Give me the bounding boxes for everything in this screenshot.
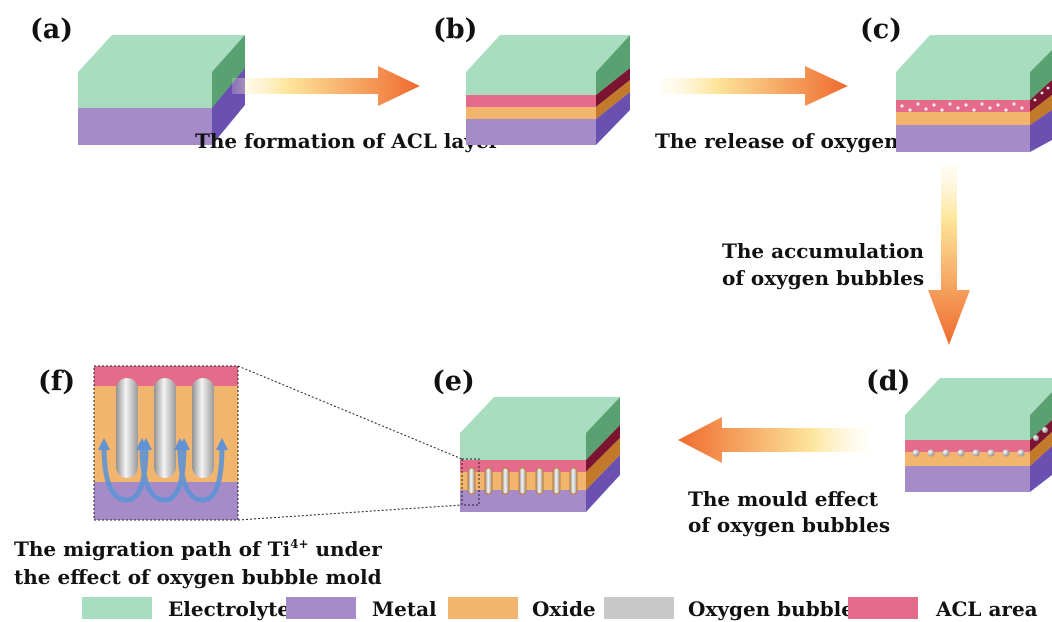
panel-label-e: (e): [432, 366, 475, 397]
arrow-d-to-e: [678, 417, 868, 463]
arrow-c-to-d: [928, 165, 970, 345]
legend-swatch: [604, 597, 674, 619]
legend-label: ACL area: [935, 597, 1038, 621]
arrow-b-to-c: [660, 66, 848, 106]
legend-swatch: [848, 597, 918, 619]
legend-label: Metal: [372, 597, 437, 621]
legend-label: Oxygen bubble: [688, 597, 854, 621]
panel-label-c: (c): [860, 14, 902, 45]
caption-mould-line1: The mould effect: [688, 487, 879, 511]
caption-migration-line1: The migration path of Ti4+ under: [14, 537, 382, 561]
panel-label-d: (d): [866, 366, 910, 397]
caption-acl-formation: The formation of ACL layer: [195, 129, 500, 153]
caption-migration-line2: the effect of oxygen bubble mold: [14, 565, 382, 589]
legend-item-electrolyte: Electrolyte: [82, 597, 290, 621]
legend-swatch: [448, 597, 518, 619]
zoom-box: [461, 458, 480, 506]
legend: Electrolyte Metal Oxide Oxygen bubble AC…: [82, 597, 1038, 621]
block-a: [78, 35, 245, 145]
caption-accumulation-line1: The accumulation: [722, 239, 924, 263]
legend-item-acl-area: ACL area: [848, 597, 1038, 621]
zoom-line-top: [237, 365, 463, 460]
legend-item-oxygen-bubble: Oxygen bubble: [604, 597, 854, 621]
caption-mould-line2: of oxygen bubbles: [688, 513, 890, 537]
caption-accumulation-line2: of oxygen bubbles: [722, 266, 924, 290]
panel-label-a: (a): [30, 14, 73, 45]
panel-label-f: (f): [38, 366, 75, 397]
panel-label-b: (b): [433, 14, 477, 45]
block-d: [905, 378, 1052, 492]
legend-item-metal: Metal: [286, 597, 437, 621]
legend-item-oxide: Oxide: [448, 597, 596, 621]
block-b: [466, 35, 630, 145]
magnified-view-f: [93, 365, 239, 521]
block-e: [460, 397, 620, 512]
legend-label: Oxide: [532, 597, 596, 621]
zoom-line-bottom: [237, 504, 463, 521]
legend-swatch: [286, 597, 356, 619]
caption-oxygen-release: The release of oxygen: [655, 129, 899, 153]
arrow-a-to-b: [232, 66, 420, 106]
legend-label: Electrolyte: [168, 597, 290, 621]
legend-swatch: [82, 597, 152, 619]
block-c: [896, 35, 1052, 152]
